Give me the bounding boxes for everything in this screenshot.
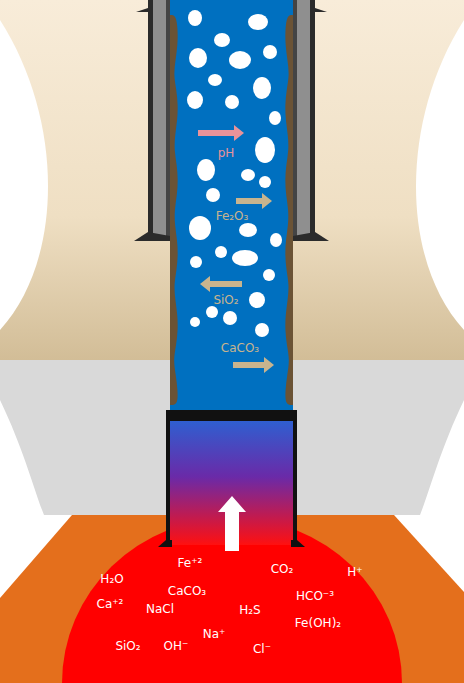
trend-label: SiO₂ — [213, 294, 238, 307]
steam-bubble — [188, 10, 202, 26]
species-label: Fe⁺² — [178, 557, 203, 570]
steam-bubble — [223, 311, 237, 325]
steam-bubble — [214, 33, 230, 47]
steam-bubble — [249, 292, 265, 308]
steam-bubble — [263, 269, 275, 281]
steam-bubble — [225, 95, 239, 109]
wellbore-fluid — [170, 0, 293, 412]
flash-point — [170, 410, 293, 421]
steam-bubble — [208, 74, 222, 86]
steam-bubble — [270, 233, 282, 247]
steam-bubble — [190, 317, 200, 327]
steam-bubble — [263, 45, 277, 59]
steam-bubble — [197, 159, 215, 181]
steam-bubble — [239, 223, 257, 237]
steam-bubble — [253, 77, 271, 99]
species-label: OH⁻ — [164, 640, 189, 653]
steam-bubble — [255, 323, 269, 337]
steam-bubble — [269, 111, 281, 125]
species-label: H₂O — [100, 573, 123, 586]
steam-bubble — [232, 250, 258, 266]
species-label: NaCl — [146, 603, 174, 616]
scale-deposit — [170, 15, 178, 405]
species-label: CO₂ — [271, 563, 294, 576]
steam-bubble — [187, 91, 203, 109]
steam-bubble — [206, 188, 220, 202]
trend-label: CaCO₃ — [221, 342, 259, 355]
steam-bubble — [189, 216, 211, 240]
scale-deposit — [170, 15, 293, 405]
steam-bubble — [215, 246, 227, 258]
steam-bubble — [255, 137, 275, 163]
steam-bubble — [259, 176, 271, 188]
species-label: SiO₂ — [115, 640, 140, 653]
steam-bubbles — [187, 10, 282, 337]
species-label: H₂S — [239, 604, 260, 617]
species-label: CaCO₃ — [168, 585, 206, 598]
species-label: Na⁺ — [203, 628, 226, 641]
trend-label: pH — [218, 147, 235, 160]
scale-deposit — [285, 15, 293, 405]
steam-bubble — [189, 48, 207, 68]
trend-arrows — [198, 125, 274, 373]
species-label: Cl⁻ — [253, 643, 271, 656]
species-label: Ca⁺² — [97, 598, 124, 611]
steam-bubble — [229, 51, 251, 69]
steam-bubble — [190, 256, 202, 268]
trend-label: Fe₂O₃ — [216, 210, 249, 223]
steam-bubble — [248, 14, 268, 30]
steam-bubble — [241, 169, 255, 181]
species-label: Fe(OH)₂ — [295, 617, 341, 630]
species-label: HCO⁻³ — [296, 590, 334, 603]
species-label: H⁺ — [347, 566, 362, 579]
steam-bubble — [206, 306, 218, 318]
flow-arrow — [218, 496, 246, 551]
